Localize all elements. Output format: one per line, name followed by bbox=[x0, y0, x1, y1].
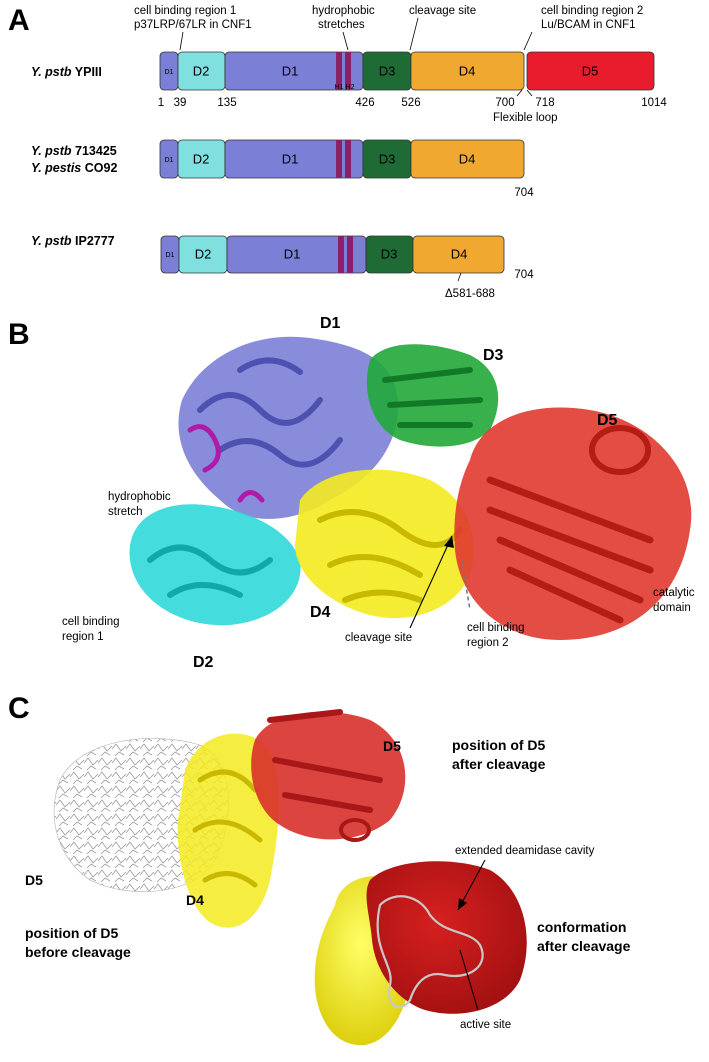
row-2-strain-a: Y. pstb 713425 bbox=[31, 144, 117, 158]
c-label-d5-top: D5 bbox=[383, 738, 401, 754]
b-label-d2: D2 bbox=[193, 654, 214, 671]
row-2-domain-d1-small: D1 bbox=[165, 157, 174, 164]
label-hydrophobic-line2: stretches bbox=[318, 19, 365, 31]
c-label-after-line2: after cleavage bbox=[452, 756, 546, 772]
c-label-conf-line2: after cleavage bbox=[537, 938, 631, 954]
row-3-domain-d1-small: D1 bbox=[166, 252, 175, 259]
row-1-h1: H1 bbox=[335, 84, 344, 91]
row-2: Y. pstb 713425 Y. pestis CO92 D1 D2 D1 D… bbox=[31, 139, 534, 199]
label-cell-binding-2-line1: cell binding region 2 bbox=[541, 5, 643, 17]
b-label-d4: D4 bbox=[310, 604, 331, 621]
tick-700: 700 bbox=[495, 97, 514, 109]
tick-39: 39 bbox=[174, 97, 187, 109]
tick-row2-704: 704 bbox=[514, 187, 534, 199]
row-3-domain-d4: D4 bbox=[451, 246, 468, 261]
row-3-domain-d2: D2 bbox=[195, 246, 212, 261]
tick-718: 718 bbox=[535, 97, 554, 109]
b-label-d1: D1 bbox=[320, 315, 341, 332]
panel-a-letter: A bbox=[8, 4, 30, 37]
row-1-domain-d1: D1 bbox=[282, 63, 299, 78]
row-1-domain-d5: D5 bbox=[582, 63, 599, 78]
row-1-domain-d3: D3 bbox=[379, 63, 396, 78]
b-label-catalytic-line1: catalytic bbox=[653, 587, 695, 599]
panel-c-structure bbox=[53, 709, 527, 1046]
c-label-cavity: extended deamidase cavity bbox=[455, 845, 595, 857]
row-1-domain-d2: D2 bbox=[193, 63, 210, 78]
c-label-d4: D4 bbox=[186, 892, 204, 908]
label-cell-binding-2-line2: Lu/BCAM in CNF1 bbox=[541, 19, 636, 31]
row-2-strain-b: Y. pestis CO92 bbox=[31, 161, 117, 175]
row-2-domain-d3: D3 bbox=[379, 151, 396, 166]
b-label-d5: D5 bbox=[597, 412, 618, 429]
b-label-hydrophobic-line2: stretch bbox=[108, 506, 143, 518]
row-1: Y. pstb YPIII D1 D2 D1 H1 H2 D3 D4 D5 1 … bbox=[31, 51, 667, 124]
b-label-cell-binding-2-line2: region 2 bbox=[467, 637, 509, 649]
row-1-domain-d4: D4 bbox=[459, 63, 476, 78]
row-3-domain-d3: D3 bbox=[381, 246, 398, 261]
tick-row3-704: 704 bbox=[514, 269, 534, 281]
label-cell-binding-1-line1: cell binding region 1 bbox=[134, 5, 236, 17]
row-3: Y. pstb IP2777 D1 D2 D1 D3 D4 704 Δ581-6… bbox=[31, 234, 534, 300]
label-cell-binding-1-line2: p37LRP/67LR in CNF1 bbox=[134, 19, 252, 31]
row-2-domain-d2: D2 bbox=[193, 151, 210, 166]
b-label-catalytic-line2: domain bbox=[653, 602, 691, 614]
row-3-strain: Y. pstb IP2777 bbox=[31, 234, 115, 248]
b-label-cell-binding-2-line1: cell binding bbox=[467, 622, 525, 634]
b-label-cell-binding-1-line1: cell binding bbox=[62, 616, 120, 628]
panel-b-structure bbox=[129, 336, 692, 640]
label-flexible-loop: Flexible loop bbox=[493, 112, 558, 124]
c-label-d5-left: D5 bbox=[25, 872, 43, 888]
tick-1: 1 bbox=[158, 97, 164, 109]
label-cleavage-site: cleavage site bbox=[409, 5, 476, 17]
row-2-domain-d1: D1 bbox=[282, 151, 299, 166]
row-3-domain-d1: D1 bbox=[284, 246, 301, 261]
c-label-before-line1: position of D5 bbox=[25, 925, 119, 941]
label-hydrophobic-line1: hydrophobic bbox=[312, 5, 375, 17]
row-1-domain-d1-small: D1 bbox=[165, 69, 174, 76]
c-label-before-line2: before cleavage bbox=[25, 944, 131, 960]
c-label-conf-line1: conformation bbox=[537, 919, 626, 935]
tick-426: 426 bbox=[355, 97, 374, 109]
row-1-h2: H2 bbox=[346, 84, 355, 91]
b-label-d3: D3 bbox=[483, 347, 504, 364]
c-active-site-line bbox=[459, 949, 479, 1011]
c-label-after-line1: position of D5 bbox=[452, 737, 546, 753]
b-label-hydrophobic-line1: hydrophobic bbox=[108, 491, 171, 503]
panel-c-letter: C bbox=[8, 692, 30, 725]
b-label-cell-binding-1-line2: region 1 bbox=[62, 631, 104, 643]
tick-526: 526 bbox=[401, 97, 420, 109]
b-label-cleavage-site: cleavage site bbox=[345, 632, 412, 644]
row-1-strain: Y. pstb YPIII bbox=[31, 65, 102, 79]
label-deletion: Δ581-688 bbox=[445, 288, 495, 300]
tick-1014: 1014 bbox=[641, 97, 667, 109]
tick-135: 135 bbox=[217, 97, 236, 109]
c-label-active-site: active site bbox=[460, 1019, 511, 1031]
b-cleavage-arrow bbox=[409, 535, 453, 629]
panel-b-letter: B bbox=[8, 318, 30, 351]
row-2-domain-d4: D4 bbox=[459, 151, 476, 166]
